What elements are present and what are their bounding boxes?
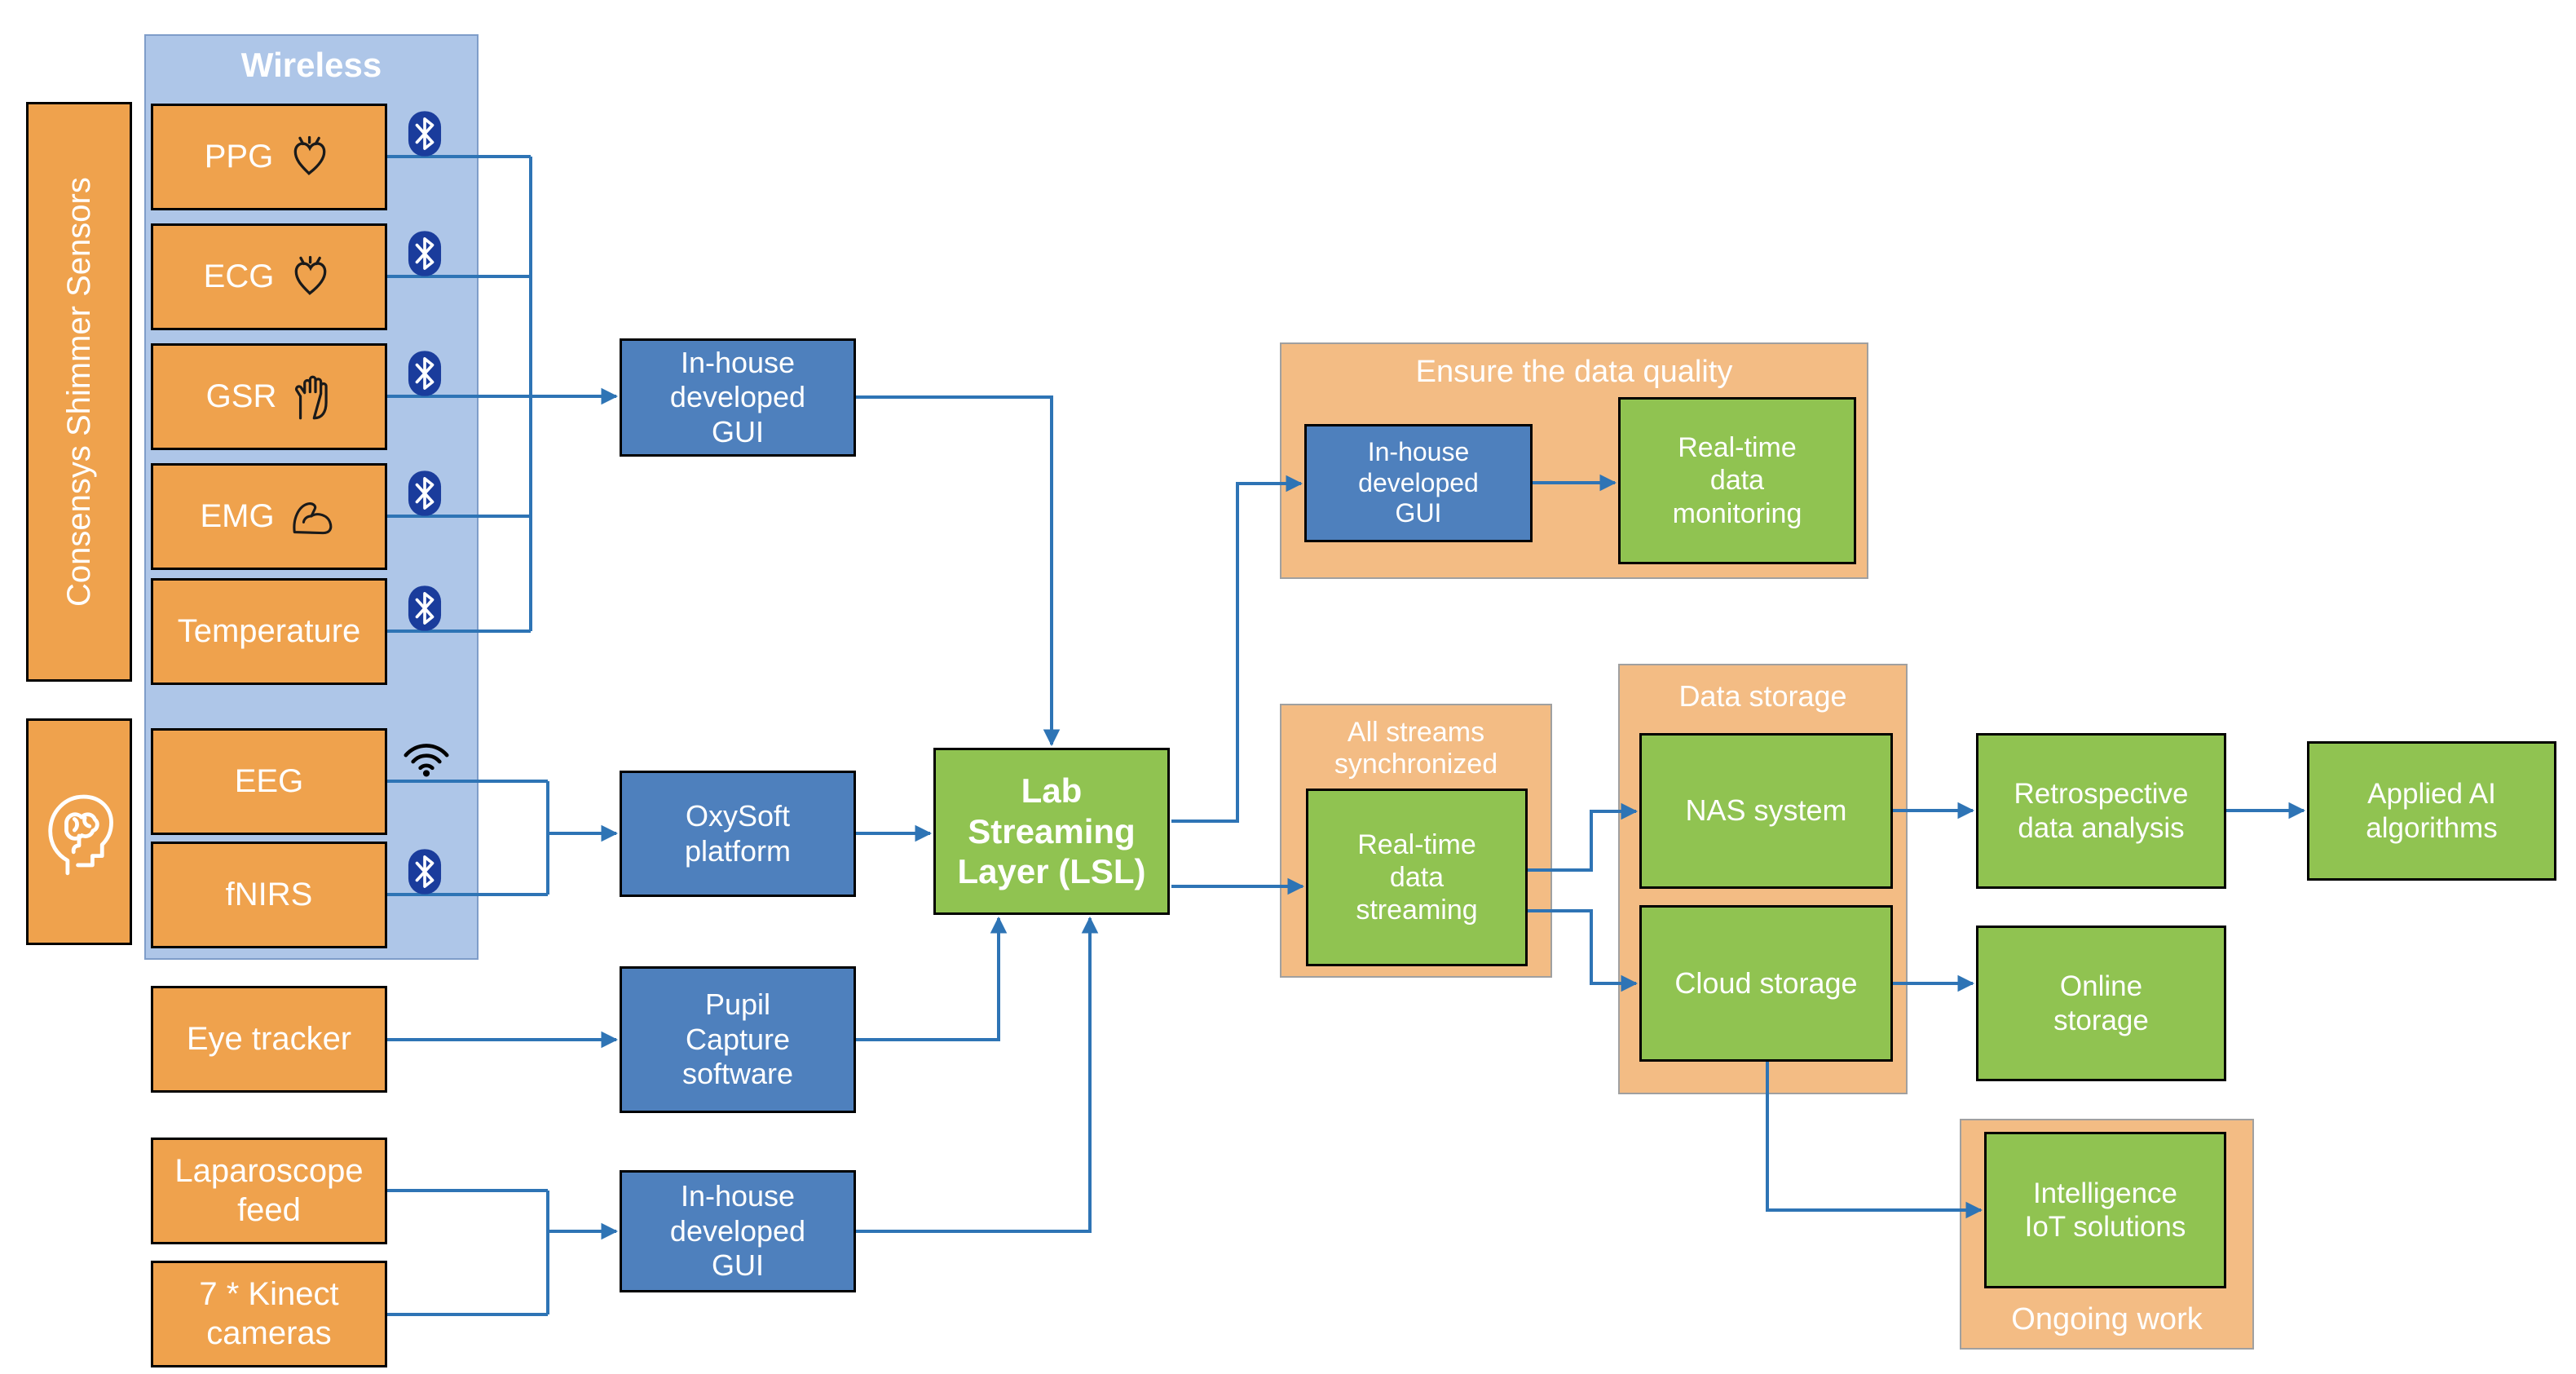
storage-group-title: Data storage — [1678, 679, 1847, 714]
online-storage-label: Online storage — [2053, 970, 2149, 1036]
sensor-box-ecg: ECG — [151, 223, 387, 330]
lsl-box: Lab Streaming Layer (LSL) — [933, 748, 1170, 915]
bluetooth-icon — [408, 585, 442, 632]
gsr-label: GSR — [205, 378, 277, 414]
fnirs-label: fNIRS — [225, 876, 313, 912]
sensor-box-eeg: EEG — [151, 728, 387, 835]
heart-icon — [293, 135, 326, 175]
cloud-storage-label: Cloud storage — [1674, 965, 1858, 1000]
realtime-monitoring-label: Real-time data monitoring — [1672, 432, 1802, 529]
applied-ai-box: Applied AI algorithms — [2307, 741, 2556, 881]
eye-tracker-box: Eye tracker — [151, 986, 387, 1093]
bluetooth-icon — [408, 470, 442, 517]
realtime-monitoring-box: Real-time data monitoring — [1618, 397, 1856, 564]
heart-icon — [295, 255, 327, 295]
laparoscope-label: Laparoscope feed — [174, 1153, 364, 1228]
online-storage-box: Online storage — [1976, 926, 2226, 1081]
kinect-label: 7 * Kinect cameras — [199, 1276, 339, 1351]
iot-solutions-label: Intelligence IoT solutions — [2024, 1177, 2186, 1243]
inhouse-gui-quality-label: In-house developed GUI — [1358, 436, 1479, 528]
eye-tracker-label: Eye tracker — [186, 1020, 352, 1057]
connector-gui-top-to-lsl — [856, 395, 1061, 747]
temperature-label: Temperature — [177, 612, 361, 649]
laparoscope-box: Laparoscope feed — [151, 1138, 387, 1244]
bluetooth-icon — [408, 350, 442, 397]
streams-group-title: All streams synchronized — [1334, 716, 1498, 780]
bluetooth-icon — [408, 848, 442, 895]
sensor-box-fnirs: fNIRS — [151, 842, 387, 948]
realtime-streaming-label: Real-time data streaming — [1356, 828, 1478, 926]
realtime-streaming-box: Real-time data streaming — [1306, 789, 1528, 966]
retrospective-analysis-box: Retrospective data analysis — [1976, 733, 2226, 889]
nas-system-label: NAS system — [1685, 793, 1847, 828]
bluetooth-icon — [408, 230, 442, 277]
inhouse-gui-top-box: In-house developed GUI — [620, 338, 856, 457]
oxysoft-box: OxySoft platform — [620, 771, 856, 897]
biceps-icon — [292, 501, 332, 534]
iot-solutions-box: Intelligence IoT solutions — [1984, 1132, 2226, 1288]
hand-icon — [295, 375, 329, 419]
inhouse-gui-top-label: In-house developed GUI — [669, 345, 806, 448]
sensor-box-gsr: GSR — [151, 343, 387, 450]
kinect-box: 7 * Kinect cameras — [151, 1261, 387, 1367]
oxysoft-label: OxySoft platform — [684, 799, 792, 868]
pupil-capture-box: Pupil Capture software — [620, 966, 856, 1113]
bluetooth-icon — [408, 110, 442, 157]
brain-icon — [48, 794, 113, 876]
sensor-box-ppg: PPG — [151, 104, 387, 210]
lsl-label: Lab Streaming Layer (LSL) — [957, 771, 1146, 891]
emg-label: EMG — [200, 497, 275, 534]
inhouse-gui-bottom-label: In-house developed GUI — [669, 1179, 806, 1283]
shimmer-sensors-group-box: Consensys Shimmer Sensors — [26, 102, 132, 682]
brain-sensors-box — [26, 718, 132, 945]
wifi-icon — [401, 738, 452, 779]
cloud-storage-box: Cloud storage — [1639, 905, 1893, 1062]
sensor-box-emg: EMG — [151, 463, 387, 570]
eeg-label: EEG — [234, 762, 304, 799]
connector-pupil-to-lsl — [856, 916, 1008, 1041]
ppg-label: PPG — [204, 138, 274, 175]
sensor-box-temperature: Temperature — [151, 578, 387, 685]
inhouse-gui-bottom-box: In-house developed GUI — [620, 1170, 856, 1292]
pupil-capture-label: Pupil Capture software — [681, 987, 794, 1091]
ecg-label: ECG — [203, 258, 275, 294]
inhouse-gui-quality-box: In-house developed GUI — [1304, 424, 1533, 542]
ongoing-group-title: Ongoing work — [2011, 1302, 2203, 1337]
wireless-label: Wireless — [240, 45, 382, 84]
retrospective-analysis-label: Retrospective data analysis — [2014, 778, 2189, 844]
nas-system-box: NAS system — [1639, 733, 1893, 889]
connector-gui-bottom-to-lsl — [856, 916, 1099, 1233]
applied-ai-label: Applied AI algorithms — [2366, 778, 2498, 844]
shimmer-sensors-label: Consensys Shimmer Sensors — [60, 177, 97, 607]
quality-group-title: Ensure the data quality — [1415, 355, 1733, 390]
